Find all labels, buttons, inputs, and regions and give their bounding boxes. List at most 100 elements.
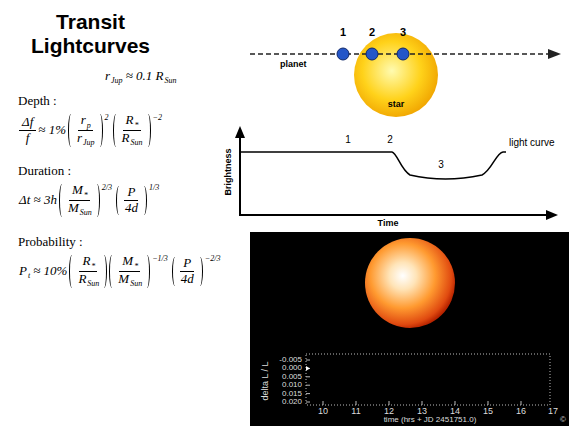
- formula-term: 4d: [125, 200, 138, 215]
- axis-title: Brightness: [224, 148, 234, 195]
- subscript: p: [87, 121, 91, 130]
- denominator: MSun: [65, 201, 94, 218]
- section-heading: Duration :: [18, 164, 71, 178]
- parenthesis: rprJup: [68, 113, 103, 148]
- star-disc: [354, 33, 438, 117]
- animation-panel: [250, 232, 569, 426]
- denominator: 4d: [178, 272, 197, 287]
- callout-number: 2: [369, 26, 375, 38]
- zero-marker: [306, 366, 310, 371]
- parenthesis: R*RSun: [69, 254, 107, 289]
- fraction: P4d: [122, 185, 141, 216]
- exponent: −2/3: [205, 254, 221, 263]
- subscript: Jup: [83, 138, 95, 147]
- denominator: RSun: [75, 272, 101, 289]
- exponent: 2/3: [102, 183, 112, 192]
- exponent: 1/3: [149, 183, 159, 192]
- formula-term: 4d: [181, 271, 194, 286]
- fraction: rprJup: [74, 113, 97, 148]
- subscript: Sun: [87, 279, 99, 288]
- denominator: f: [23, 131, 33, 146]
- denominator: 4d: [122, 201, 141, 216]
- time-axis: [240, 214, 547, 216]
- axis-title: Time: [378, 219, 399, 229]
- brightness-axis: [239, 137, 241, 216]
- exponent: 2: [105, 113, 109, 122]
- denominator: MSun: [115, 272, 144, 289]
- axis-arrowhead: [235, 126, 245, 138]
- numerator: P: [124, 185, 138, 201]
- subscript: *: [135, 121, 139, 130]
- formula-term: R: [122, 130, 130, 145]
- parenthesis: P4d: [116, 185, 147, 216]
- callout-number: 3: [438, 159, 444, 170]
- formula-term: r: [81, 112, 86, 127]
- formula-term: ≈ 10%: [33, 263, 67, 279]
- parenthesis: M*MSun: [109, 254, 150, 289]
- tick-label: 17: [548, 407, 558, 417]
- credit-mark: ©: [560, 416, 566, 425]
- callout-number: 1: [340, 26, 346, 38]
- formula: rJup≈ 0.1 RSun: [104, 68, 178, 84]
- axis-title: delta L / L: [261, 361, 271, 400]
- section-heading: Probability :: [18, 235, 83, 249]
- plot-frame: [306, 354, 550, 405]
- tick-label: 10: [318, 407, 328, 417]
- axis-arrowhead: [546, 210, 558, 220]
- planet-dot: [397, 48, 409, 60]
- formula-term: r: [77, 130, 82, 145]
- path-arrowhead: [548, 49, 561, 59]
- fraction: R*RSun: [119, 113, 145, 148]
- tick-label: 0.020: [282, 398, 302, 407]
- denominator: rJup: [74, 131, 97, 148]
- object-label: planet: [280, 60, 307, 70]
- formula-term: ≈ 1%: [38, 122, 66, 138]
- formula-term: P: [183, 255, 191, 270]
- formula: Δt ≈ 3h M*MSun 2/3 P4d 1/3: [18, 183, 162, 218]
- formula-term: Δf: [22, 114, 33, 129]
- subscript: Sun: [130, 279, 142, 288]
- formula-term: R: [78, 271, 86, 286]
- star-image: [365, 238, 455, 328]
- numerator: rp: [78, 113, 93, 131]
- numerator: R*: [79, 254, 97, 272]
- fraction: R*RSun: [75, 254, 101, 289]
- object-label: star: [388, 100, 405, 110]
- subscript: Jup: [111, 76, 123, 85]
- formula-term: r: [105, 68, 110, 84]
- formula-term: M: [122, 253, 133, 268]
- light-curve: [241, 152, 506, 179]
- callout-number: 1: [345, 134, 351, 145]
- fraction: M*MSun: [65, 183, 94, 218]
- formula: Pt≈ 10%R*RSunM*MSun−1/3P4d−2/3: [18, 254, 223, 289]
- tick-label: 15: [483, 407, 493, 417]
- fraction: Δf f: [19, 115, 36, 146]
- formula-term: P: [19, 263, 27, 279]
- subscript: *: [84, 191, 88, 200]
- subscript: Sun: [164, 76, 176, 85]
- tick-label: 11: [351, 407, 360, 417]
- subscript: *: [134, 262, 138, 271]
- planet-dot: [366, 48, 378, 60]
- curve-label: light curve: [509, 137, 555, 148]
- formula-term: M: [118, 271, 129, 286]
- exponent: −1/3: [152, 254, 168, 263]
- formula-term: Δt ≈ 3h: [19, 192, 57, 208]
- plot-ticks: [306, 360, 521, 405]
- numerator: Δf: [19, 115, 36, 131]
- slide-title: Transit Lightcurves: [8, 10, 173, 58]
- tick-label: 16: [516, 407, 526, 417]
- callout-number: 2: [387, 134, 393, 145]
- formula-term: M: [72, 182, 83, 197]
- section-heading: Depth :: [18, 94, 57, 108]
- exponent: −2: [153, 113, 162, 122]
- fraction: P4d: [178, 256, 197, 287]
- callout-number: 3: [400, 26, 406, 38]
- numerator: R*: [123, 113, 141, 131]
- planet-dot: [337, 48, 349, 60]
- fraction: M*MSun: [115, 254, 144, 289]
- formula: Δff≈ 1%rprJup2R*RSun−2: [18, 113, 165, 148]
- parenthesis: M*MSun: [59, 183, 100, 218]
- parenthesis: R*RSun: [113, 113, 151, 148]
- numerator: P: [180, 256, 194, 272]
